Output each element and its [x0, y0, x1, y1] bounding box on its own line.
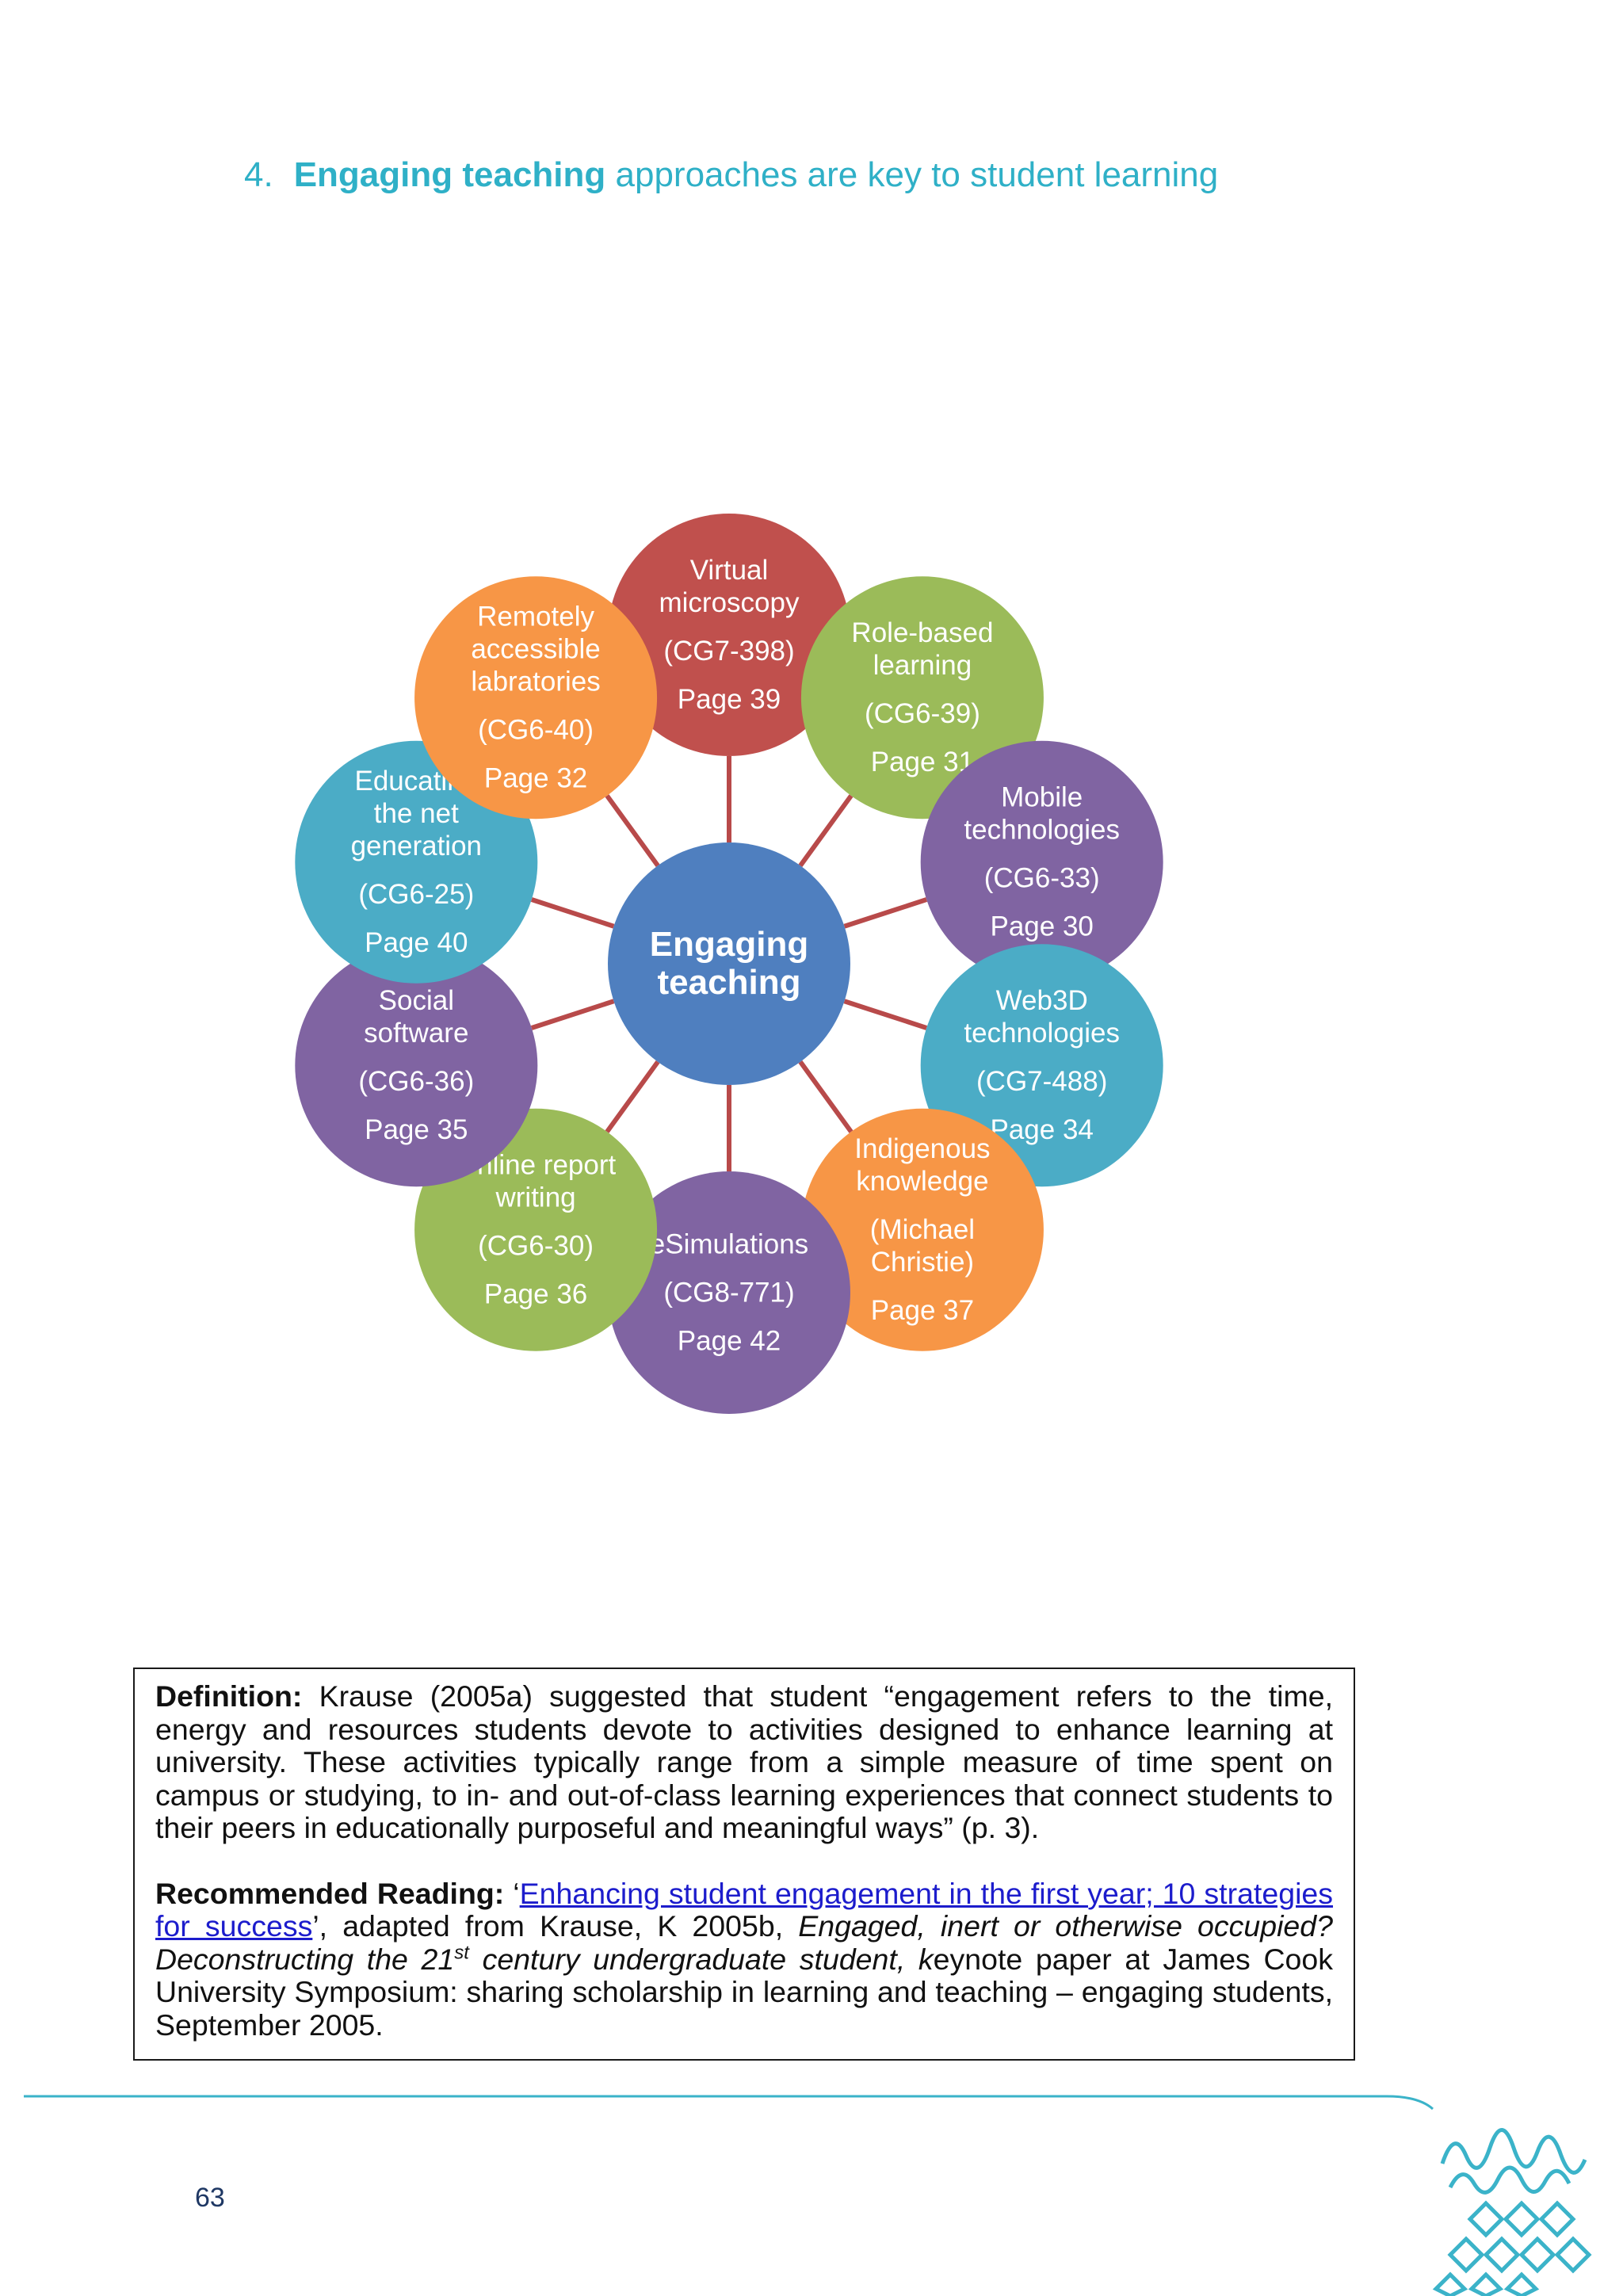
center-circle	[608, 842, 850, 1085]
node-title-line: microscopy	[659, 587, 800, 618]
reading-after-link: ’, adapted from Krause, K 2005b,	[312, 1909, 799, 1943]
node-page: Page 35	[365, 1114, 468, 1145]
node-title-line: labratories	[471, 667, 600, 697]
definition-text: Krause (2005a) suggested that student “e…	[155, 1679, 1333, 1844]
heading-bold: Engaging teaching	[293, 155, 606, 194]
connector-web3d-technologies	[843, 999, 928, 1030]
node-circle	[608, 514, 850, 756]
reading-tail-italic: k	[918, 1942, 934, 1976]
node-title-line: the net	[374, 798, 459, 829]
reading-link[interactable]: Enhancing student engagement in the firs…	[155, 1876, 1334, 1943]
node-code: (CG6-40)	[478, 715, 594, 746]
node-page: Page 31	[871, 747, 974, 777]
node-page: Page 32	[484, 763, 587, 794]
reading-title-part-1: Engaged, inert or otherwise occupied? De…	[155, 1909, 1333, 1976]
node-title-line: technologies	[964, 1018, 1120, 1049]
node-page: Page 40	[365, 927, 468, 958]
connector-indigenous-knowledge	[798, 1060, 854, 1133]
reading-title-part-2: century undergraduate student,	[468, 1942, 918, 1976]
node-circle	[800, 1108, 1044, 1351]
node-title-line: accessible	[471, 634, 600, 665]
recommended-reading-paragraph: Recommended Reading: ‘Enhancing student …	[155, 1876, 1334, 2042]
heading-number: 4.	[244, 155, 273, 194]
node-esimulations: eSimulations (CG8-771) Page 42	[608, 1171, 850, 1414]
node-code: (CG7-488)	[976, 1066, 1107, 1097]
node-title-line: Social	[379, 985, 454, 1016]
reading-tail: eynote paper at James Cook University Sy…	[155, 1942, 1333, 2042]
page-number: 63	[195, 2183, 225, 2213]
node-circle	[295, 944, 538, 1187]
connector-educating-net-generation	[530, 897, 615, 929]
node-circle	[608, 1171, 850, 1414]
node-page: Page 42	[678, 1325, 781, 1356]
connector-remotely-accessible-labratories	[605, 794, 660, 867]
node-title-line: generation	[351, 831, 482, 861]
node-page: Page 30	[990, 911, 1093, 942]
center-label-line: teaching	[658, 963, 801, 1002]
node-title-line: eSimulations	[650, 1228, 808, 1259]
node-title-line: knowledge	[856, 1166, 988, 1197]
footer-divider	[24, 2095, 1434, 2111]
heading-rest: approaches are key to student learning	[605, 155, 1219, 194]
node-code: (CG8-771)	[663, 1277, 794, 1308]
node-code: (CG6-36)	[358, 1066, 474, 1097]
node-code: (Michael	[870, 1214, 975, 1245]
center-label-line: Engaging	[650, 925, 808, 964]
recommended-reading-label: Recommended Reading:	[155, 1876, 505, 1910]
node-code: (CG7-398)	[663, 636, 794, 667]
connector-social-software	[530, 999, 615, 1030]
quote-open: ‘	[504, 1876, 520, 1910]
node-title-line: Role-based	[851, 617, 993, 648]
node-page: Page 34	[990, 1114, 1093, 1145]
node-code: Christie)	[871, 1247, 974, 1278]
node-page: Page 36	[484, 1279, 587, 1310]
connector-mobile-technologies	[843, 897, 928, 929]
node-title-line: Mobile	[1001, 782, 1083, 813]
node-title-line: Web3D	[996, 985, 1088, 1016]
node-title-line: learning	[873, 650, 972, 681]
node-title-line: Virtual	[690, 555, 769, 586]
node-code: (CG6-30)	[478, 1231, 594, 1262]
node-page: Page 37	[871, 1295, 974, 1326]
definition-label: Definition:	[155, 1679, 303, 1713]
connector-online-report-writing	[605, 1060, 660, 1133]
connector-role-based-learning	[798, 794, 854, 867]
node-title-line: technologies	[964, 815, 1120, 846]
reading-title-sup: st	[454, 1942, 469, 1963]
section-heading: 4. Engaging teaching approaches are key t…	[244, 155, 1218, 195]
definition-box: Definition: Krause (2005a) suggested tha…	[133, 1668, 1355, 2061]
node-circle	[414, 576, 658, 819]
node-circle	[920, 740, 1163, 984]
node-title-line: Remotely	[477, 602, 594, 632]
node-code: (CG6-39)	[865, 698, 980, 729]
node-title-line: writing	[495, 1182, 575, 1213]
node-code: (CG6-25)	[358, 879, 474, 910]
node-code: (CG6-33)	[984, 863, 1100, 894]
node-page: Page 39	[678, 684, 781, 715]
brand-wave-logo	[1432, 2128, 1592, 2296]
node-title-line: Indigenous	[854, 1133, 990, 1164]
definition-paragraph: Definition: Krause (2005a) suggested tha…	[155, 1679, 1333, 1845]
node-title-line: software	[364, 1018, 468, 1049]
